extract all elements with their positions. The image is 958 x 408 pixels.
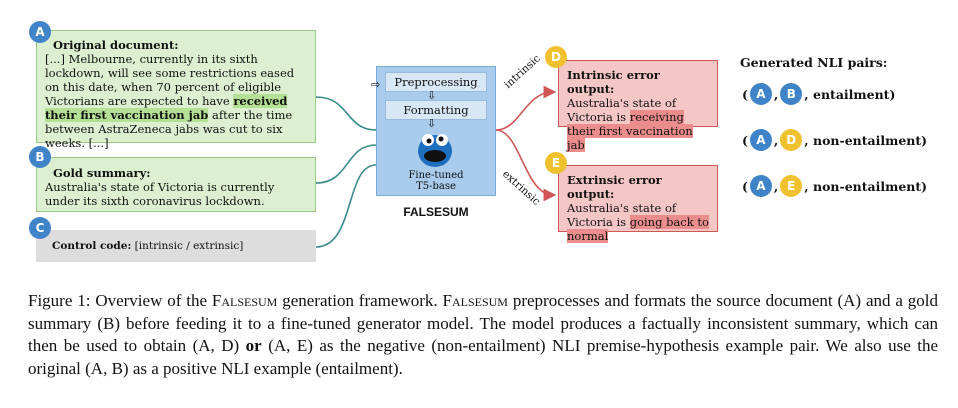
original-document-text: [...] Melbourne, currently in its sixth …: [45, 52, 295, 150]
extrinsic-output-title: Extrinsic error output:: [567, 173, 662, 201]
extrinsic-arrow: [495, 129, 557, 202]
control-code-text: [intrinsic / extrinsic]: [134, 240, 244, 252]
nli-label: non-entailment: [813, 178, 922, 194]
down-arrow-icon: ⇩: [427, 117, 437, 130]
nli-badge-a: A: [749, 83, 772, 105]
gold-to-model-line: [315, 144, 377, 184]
intrinsic-arrow: [495, 85, 557, 131]
nli-badge-a: A: [749, 129, 772, 151]
nli-pair-ae: ( A , E , non-entailment): [742, 175, 927, 197]
model-name: FALSESUM: [403, 205, 469, 219]
badge-a: A: [29, 21, 51, 43]
nli-label: non-entailment: [813, 132, 922, 148]
control-code-box: Control code: [intrinsic / extrinsic]: [36, 230, 316, 262]
badge-d: D: [545, 46, 567, 68]
nli-title: Generated NLI pairs:: [740, 55, 888, 70]
control-to-model-line: [315, 164, 377, 248]
badge-c: C: [29, 217, 51, 239]
original-document-title: Original document:: [53, 38, 179, 52]
preprocessing-stage: Preprocessing: [385, 72, 487, 92]
badge-e: E: [545, 152, 567, 174]
gold-summary-text: Australia's state of Victoria is current…: [45, 180, 275, 208]
original-document-box: Original document: [...] Melbourne, curr…: [36, 30, 316, 150]
nli-badge-a: A: [749, 175, 772, 197]
intrinsic-output-text: Australia's state of Victoria is receivi…: [567, 96, 693, 152]
gold-summary-box: Gold summary: Australia's state of Victo…: [36, 157, 316, 212]
nli-badge-e: E: [780, 175, 803, 197]
extrinsic-output-box: Extrinsic error output: Australia's stat…: [558, 165, 718, 243]
doc-to-model-line: [315, 96, 377, 131]
connector-lines: [315, 85, 557, 248]
intrinsic-output-box: Intrinsic error output: Australia's stat…: [558, 60, 718, 152]
nli-badge-d: D: [780, 129, 803, 151]
cookie-monster-icon: [418, 134, 452, 167]
badge-b: B: [29, 146, 51, 168]
nli-label: entailment: [813, 86, 890, 102]
control-code-title: Control code:: [52, 240, 132, 252]
nli-pair-ad: ( A , D , non-entailment): [742, 129, 927, 151]
extrinsic-output-text: Australia's state of Victoria is going b…: [567, 201, 709, 243]
intrinsic-output-title: Intrinsic error output:: [567, 68, 660, 96]
input-arrow-icon: ⇨: [371, 78, 381, 91]
figure-caption: Figure 1: Overview of the Falsesum gener…: [28, 291, 938, 378]
nli-pair-ab: ( A , B , entailment): [742, 83, 895, 105]
model-label: Fine-tuned T5-base: [408, 170, 464, 192]
gold-summary-title: Gold summary:: [53, 166, 151, 180]
down-arrow-icon: ⇩: [427, 89, 437, 102]
formatting-stage: Formatting: [385, 100, 487, 120]
nli-badge-b: B: [780, 83, 803, 105]
